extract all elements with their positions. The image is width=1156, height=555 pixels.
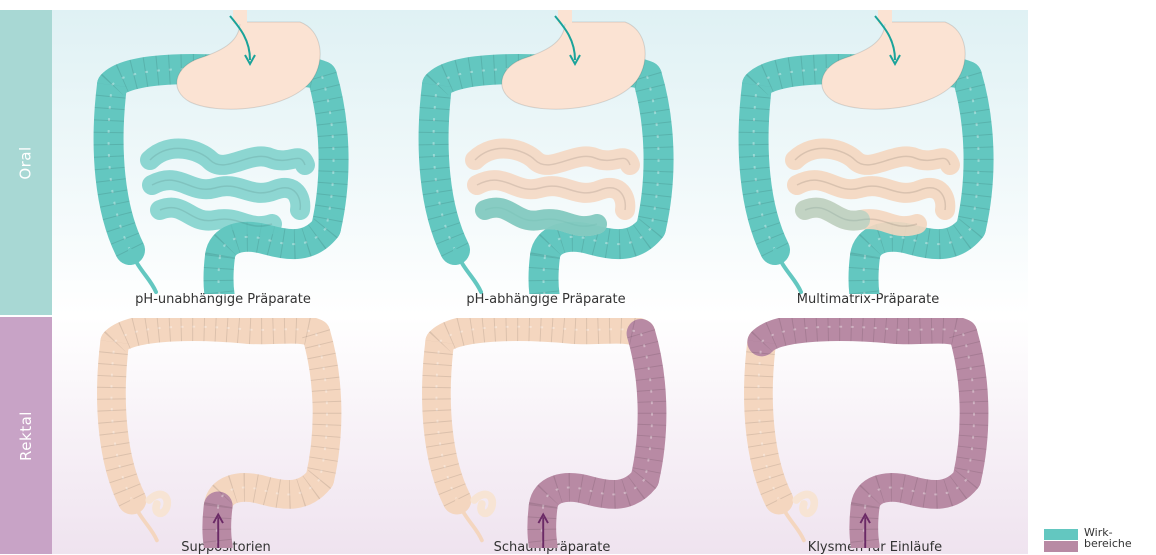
oral-panel-1-illustration (90, 10, 360, 294)
oral-2-stomach (502, 22, 645, 109)
rectal-2-ileocecal-stub (474, 494, 492, 513)
legend-swatch-rectal (1044, 541, 1078, 552)
row-label-rectal-text: Rektal (17, 411, 35, 461)
oral-1-small-intestine-loop-3 (160, 208, 272, 227)
legend-label-line2: bereiche (1084, 538, 1132, 549)
oral-panel-2-illustration (415, 10, 685, 294)
oral-caption-1: pH-unabhängige Präparate (73, 292, 373, 307)
legend-swatch-oral (1044, 529, 1078, 540)
oral-2-small-intestine-loop-1 (475, 148, 630, 165)
row-label-oral: Oral (0, 10, 52, 315)
row-label-rectal: Rektal (0, 317, 52, 554)
oral-2-ileum-active (485, 208, 597, 227)
oral-1-rectum-segment (219, 256, 221, 294)
oral-caption-2: pH-abhängige Präparate (396, 292, 696, 307)
legend-label: Wirk- bereiche (1084, 527, 1132, 549)
oral-caption-3: Multimatrix-Präparate (718, 292, 1018, 307)
legend: Wirk- bereiche (1044, 528, 1156, 554)
oral-3-stomach (822, 22, 965, 109)
rectal-panel-3-illustration (735, 318, 1005, 548)
row-label-oral-text: Oral (17, 146, 35, 179)
rectal-panel-1-illustration (88, 318, 358, 548)
oral-1-small-intestine-loop-1 (150, 148, 305, 165)
oral-3-rectum-segment (864, 256, 866, 294)
rectal-1-ileocecal-stub (149, 494, 167, 513)
oral-3-ileum-partial (805, 208, 860, 221)
oral-2-rectum-segment (544, 256, 546, 294)
oral-1-stomach (177, 22, 320, 109)
rectal-panel-2-illustration (413, 318, 683, 548)
rectal-3-ileocecal-stub (796, 494, 814, 513)
oral-panel-3-illustration (735, 10, 1005, 294)
oral-3-small-intestine-loop-1 (795, 148, 950, 165)
